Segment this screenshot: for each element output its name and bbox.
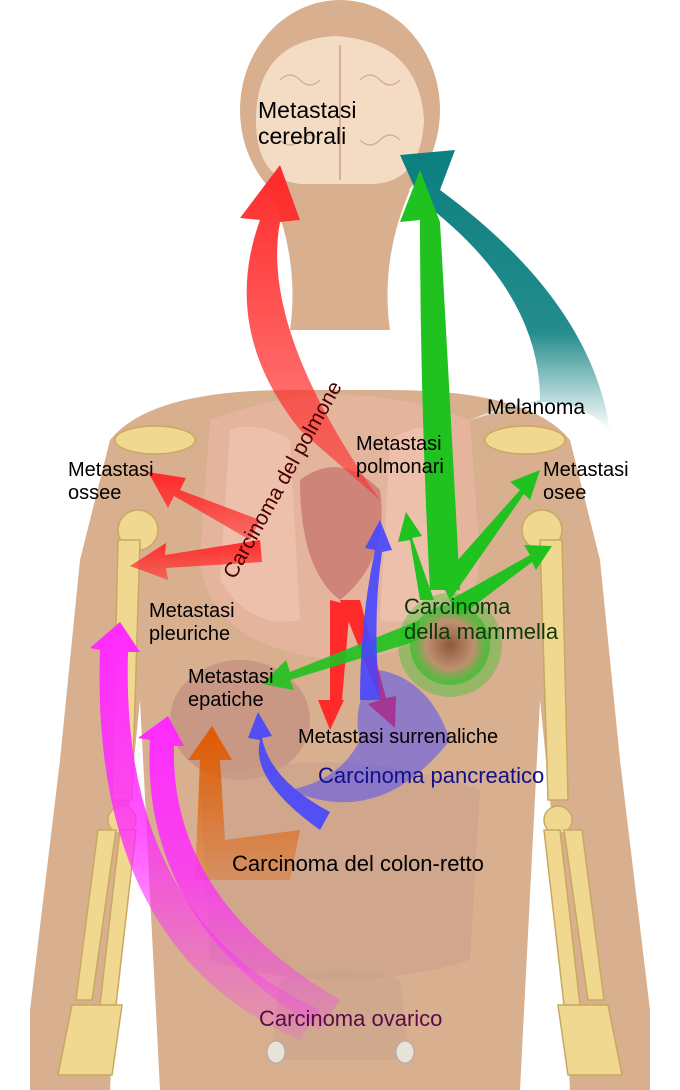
brain <box>253 33 427 186</box>
colorectal-arrow <box>188 726 300 880</box>
label-brain-metastasis: Metastasi cerebrali <box>258 97 357 150</box>
label-lung-metastasis: Metastasi polmonari <box>356 433 444 478</box>
label-bone-metastasis-right: Metastasi osee <box>543 459 629 504</box>
ovarian-arrows <box>90 622 340 1040</box>
pancreatic-arrows <box>248 520 450 830</box>
label-adrenal-metastasis: Metastasi surrenaliche <box>298 726 499 748</box>
breast-tumor <box>398 593 502 697</box>
right-arm-bones <box>484 425 623 1076</box>
label-liver-metastasis: Metastasi epatiche <box>188 666 274 711</box>
breast-cancer-arrows <box>262 170 552 690</box>
label-ovarian-cancer: Carcinoma ovarico <box>259 1006 443 1031</box>
label-pleural-metastasis: Metastasi pleuriche <box>149 600 235 645</box>
label-bone-metastasis-left: Metastasi ossee <box>68 459 154 504</box>
label-colorectal-cancer: Carcinoma del colon-retto <box>232 851 484 876</box>
label-melanoma: Melanoma <box>487 396 586 419</box>
melanoma-arrow <box>400 150 610 430</box>
label-pancreatic-cancer: Carcinoma pancreatico <box>318 763 545 788</box>
label-breast-cancer: Carcinoma della mammella <box>404 594 559 645</box>
